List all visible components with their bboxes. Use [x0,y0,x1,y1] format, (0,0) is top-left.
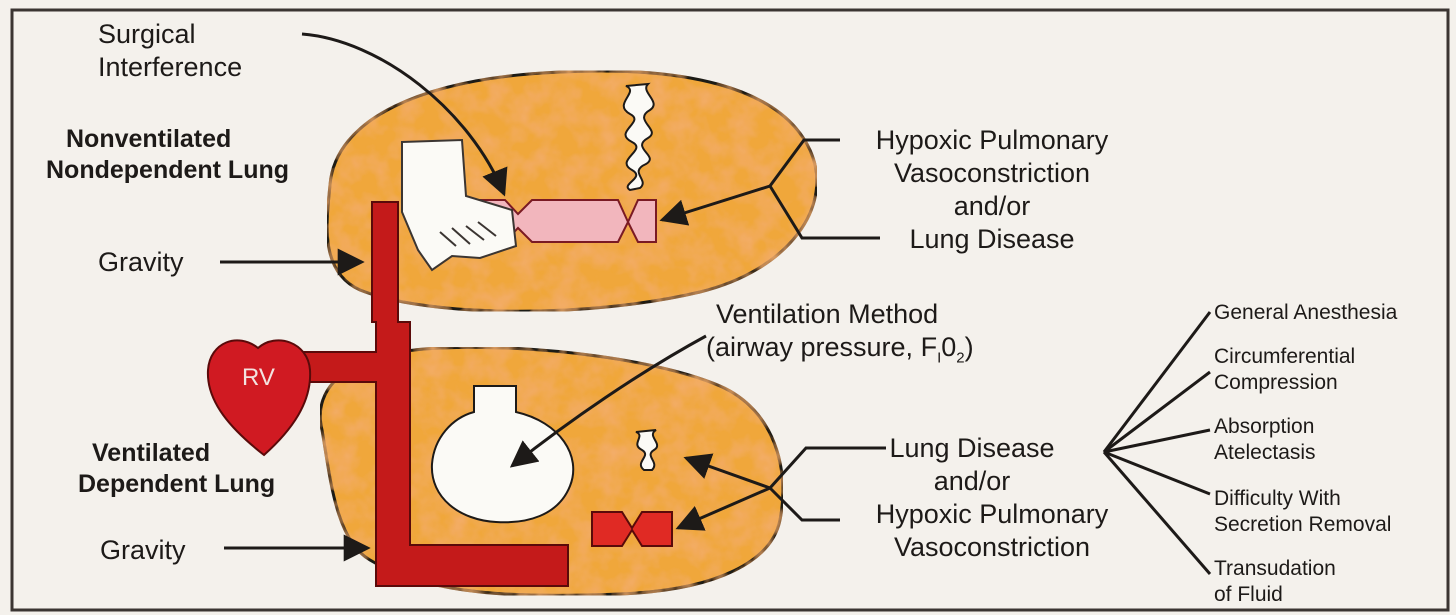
label-ventilation-method: Ventilation Method (airway pressure, FI0… [706,298,974,368]
label-gravity-bottom: Gravity [100,534,186,567]
cause-general-anesthesia: General Anesthesia [1214,300,1397,326]
label-disease-bottom: Lung Disease and/or Hypoxic Pulmonary Va… [842,432,1142,564]
label-hpv-top: Hypoxic Pulmonary Vasoconstriction and/o… [842,124,1142,256]
top-lung [327,71,817,311]
label-gravity-top: Gravity [98,246,184,279]
label-rv: RV [242,364,275,392]
